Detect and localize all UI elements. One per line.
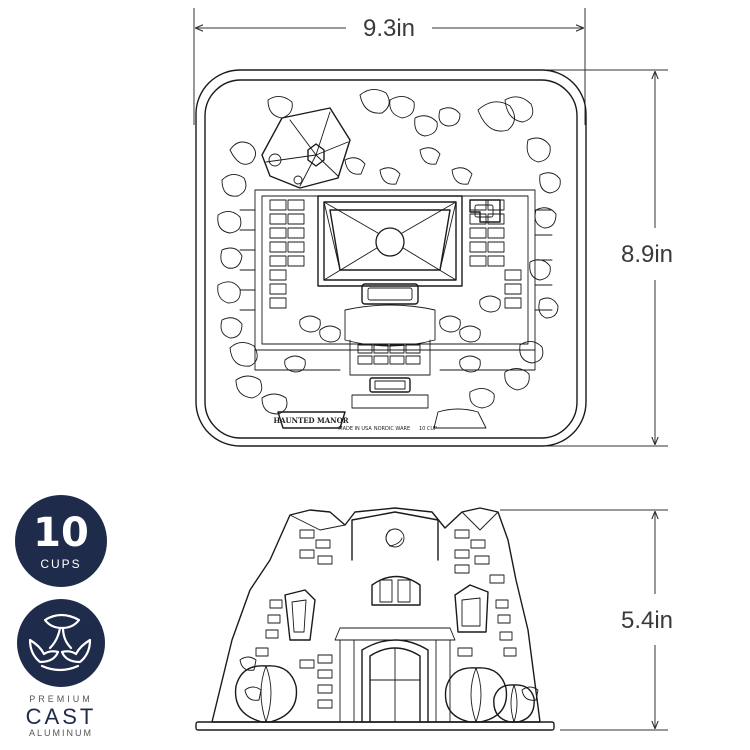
material-badge: PREMIUM CAST ALUMINUM [17, 599, 105, 738]
rubble-inner [284, 147, 501, 373]
stone-texture [217, 89, 561, 415]
pan-base-flange [195, 721, 555, 731]
ghost-ornament [433, 408, 487, 429]
material-line3: ALUMINUM [29, 728, 93, 738]
pan-side-view [195, 507, 555, 731]
brand-text: NORDIC WARE [374, 426, 410, 432]
chimney-ornament [469, 199, 501, 223]
height-dimension: 5.4in [500, 509, 673, 731]
central-roof [317, 195, 463, 287]
round-window-ornament [261, 107, 351, 189]
height-label: 5.4in [621, 607, 673, 634]
width-label: 9.3in [363, 15, 415, 42]
pan-top-view: HAUNTED MANOR MADE IN USA NORDIC WARE 10… [195, 69, 587, 447]
front-porch [344, 283, 436, 409]
plaque-text: HAUNTED MANOR [273, 416, 348, 425]
capacity-unit: CUPS [40, 557, 81, 571]
cast-aluminum-pour-icon [28, 613, 92, 672]
small-text-left: MADE IN USA [338, 426, 372, 432]
depth-label: 8.9in [621, 241, 673, 268]
small-text-right: 10 CUP [419, 426, 437, 432]
material-line1: PREMIUM [29, 694, 93, 704]
house-walls [239, 189, 553, 371]
capacity-number: 10 [33, 510, 89, 556]
width-dimension: 9.3in [193, 8, 586, 125]
pan-plaque: HAUNTED MANOR [273, 411, 349, 429]
side-stone-texture [239, 529, 539, 709]
pumpkin-ornament [234, 665, 535, 723]
material-line2: CAST [26, 704, 97, 729]
capacity-badge: 10 CUPS [15, 495, 107, 587]
depth-dimension: 8.9in [540, 69, 673, 447]
